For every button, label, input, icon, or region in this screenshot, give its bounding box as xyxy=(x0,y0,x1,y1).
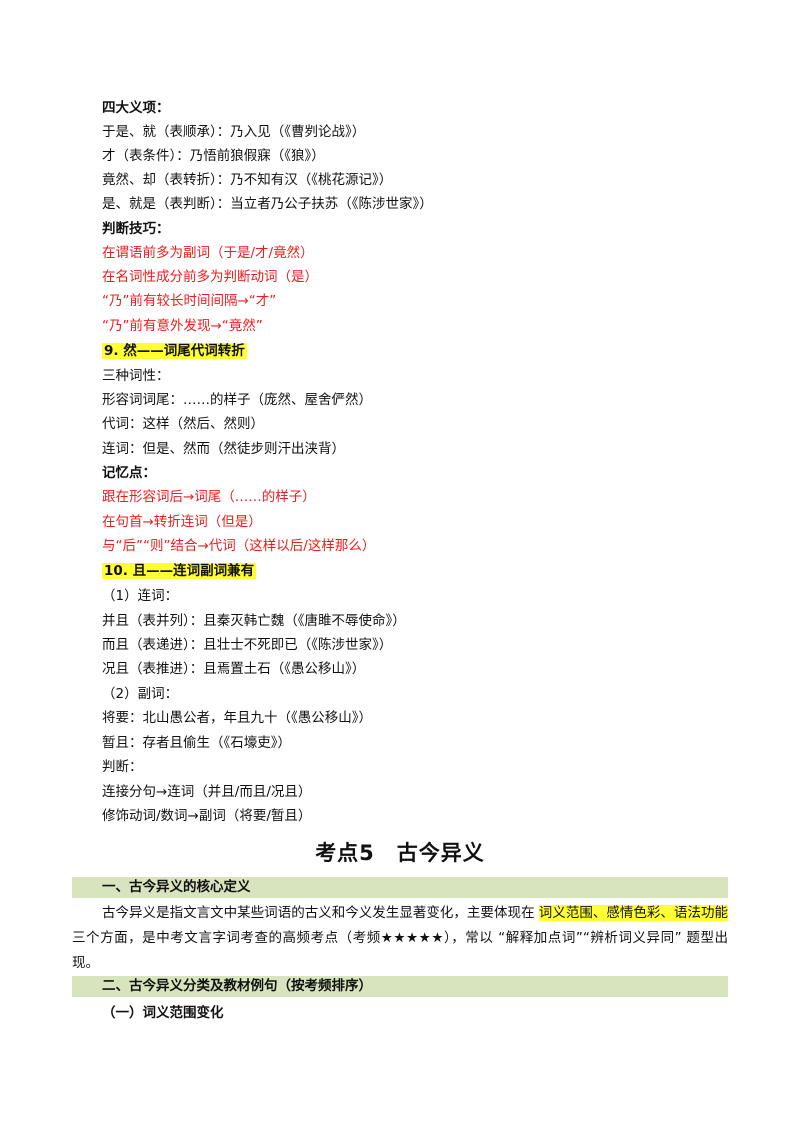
content-line: 竟然、却（表转折）：乃不知有汉（《桃花源记》） xyxy=(102,172,393,188)
content-line: 在名词性成分前多为判断动词（是） xyxy=(102,269,318,285)
para-post: 三个方面，是中考文言字词考查的高频考点（考频★★★★★），常以 “解释加点词”“… xyxy=(72,930,728,971)
content-line: 暂且：存者且偷生（《石壕吏》） xyxy=(102,735,291,751)
definition-paragraph: 古今异义是指文言文中某些词语的古义和今义发生显著变化，主要体现在 词义范围、感情… xyxy=(72,901,728,976)
content-line: 连词：但是、然而（然徒步则汗出浃背） xyxy=(102,441,345,457)
content-line: 三种词性： xyxy=(102,368,170,384)
section-title: 考点5 古今异义 xyxy=(315,841,485,865)
content-line: 在谓语前多为副词（于是/才/竟然） xyxy=(102,245,314,261)
content-line: “乃”前有较长时间间隔→“才” xyxy=(102,293,277,309)
content-line: “乃”前有意外发现→“竟然” xyxy=(102,318,263,334)
section-band-classification: 二、古今异义分类及教材例句（按考频排序） xyxy=(72,976,728,997)
content-line: 修饰动词/数词→副词（将要/暂且） xyxy=(102,808,312,824)
content-line: 跟在形容词后→词尾（……的样子） xyxy=(102,489,316,505)
highlighted-heading: 9. 然——词尾代词转折 xyxy=(102,343,247,359)
para-pre: 古今异义是指文言文中某些词语的古义和今义发生显著变化，主要体现在 xyxy=(102,905,539,921)
content-line: 并且（表并列）：且秦灭韩亡魏（《唐雎不辱使命》） xyxy=(102,613,406,629)
content-line: 四大义项： xyxy=(102,100,170,116)
section-band-definition: 一、古今异义的核心定义 xyxy=(72,877,728,898)
content-line: 9. 然——词尾代词转折 xyxy=(102,341,247,361)
content-line: 判断技巧： xyxy=(102,221,170,237)
content-line: 于是、就（表顺承）：乃入见（《曹刿论战》） xyxy=(102,124,366,140)
content-line: 代词：这样（然后、然则） xyxy=(102,416,264,432)
content-line: 形容词词尾：……的样子（庞然、屋舍俨然） xyxy=(102,392,372,408)
content-line: 将要：北山愚公者，年且九十（《愚公移山》） xyxy=(102,710,372,726)
content-line: 与“后”“则”结合→代词（这样以后/这样那么） xyxy=(102,538,376,554)
content-line: 10. 且——连词副词兼有 xyxy=(102,561,257,581)
content-line: 连接分句→连词（并且/而且/况且） xyxy=(102,784,312,800)
subheading-scope-change: （一）词义范围变化 xyxy=(102,1005,224,1021)
content-line: 在句首→转折连词（但是） xyxy=(102,514,262,530)
content-line: 记忆点： xyxy=(102,465,156,481)
content-line: （1）连词： xyxy=(102,588,179,604)
content-line: 而且（表递进）：且壮士不死即已（《陈涉世家》） xyxy=(102,637,393,653)
content-line: 是、就是（表判断）：当立者乃公子扶苏（《陈涉世家》） xyxy=(102,196,433,212)
highlighted-heading: 10. 且——连词副词兼有 xyxy=(102,563,257,579)
content-line: 况且（表推进）：且焉置土石（《愚公移山》） xyxy=(102,661,366,677)
content-line: （2）副词： xyxy=(102,686,179,702)
content-line: 才（表条件）：乃悟前狼假寐（《狼》） xyxy=(102,148,325,164)
para-highlight: 词义范围、感情色彩、语法功能 xyxy=(538,905,728,921)
content-line: 判断： xyxy=(102,759,143,775)
